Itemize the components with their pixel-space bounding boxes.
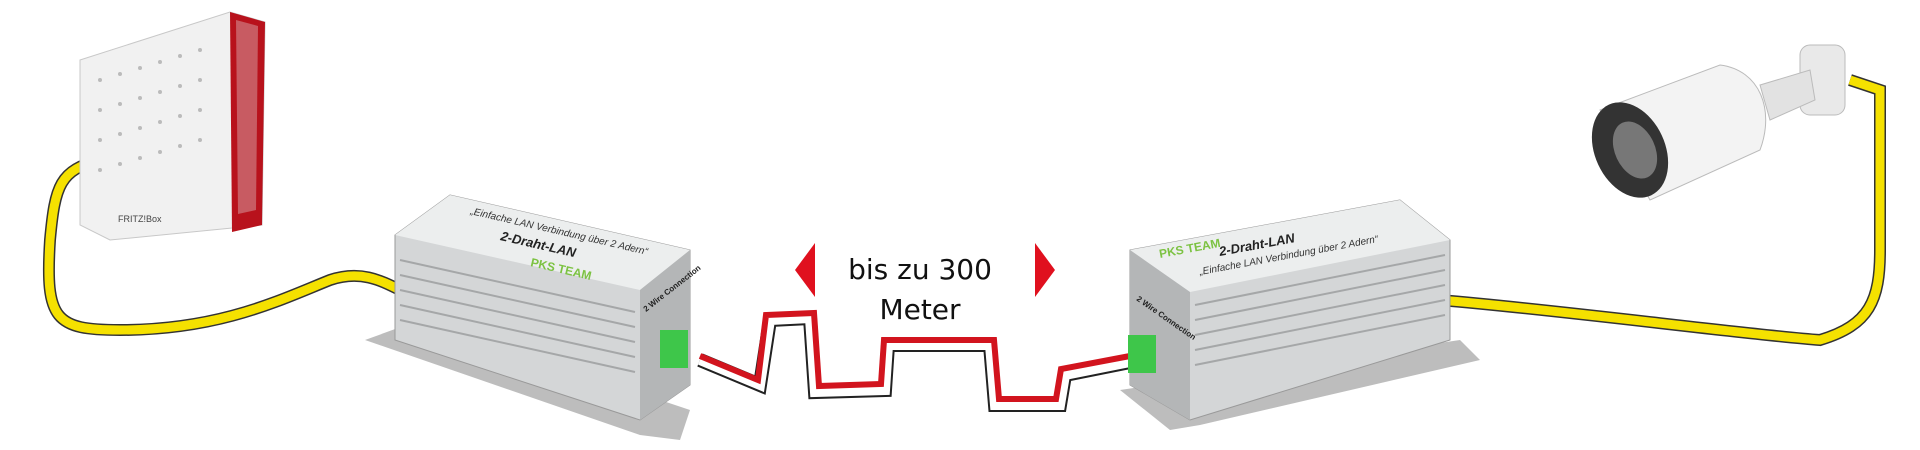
- camera-illustration: [1591, 44, 1846, 201]
- adapter-left-illustration: „Einfache LAN Verbindung über 2 Adern“ 2…: [365, 194, 703, 440]
- router-brand-label: FRITZ!Box: [118, 214, 162, 224]
- arrow-right-icon: [1035, 243, 1055, 297]
- arrow-left-icon: [795, 243, 815, 297]
- distance-label: bis zu 300 Meter: [848, 253, 992, 326]
- two-wire-cable: [697, 309, 1132, 412]
- adapter-right-illustration: „Einfache LAN Verbindung über 2 Adern“ 2…: [1120, 199, 1480, 430]
- router-illustration: FRITZ!Box: [79, 11, 266, 241]
